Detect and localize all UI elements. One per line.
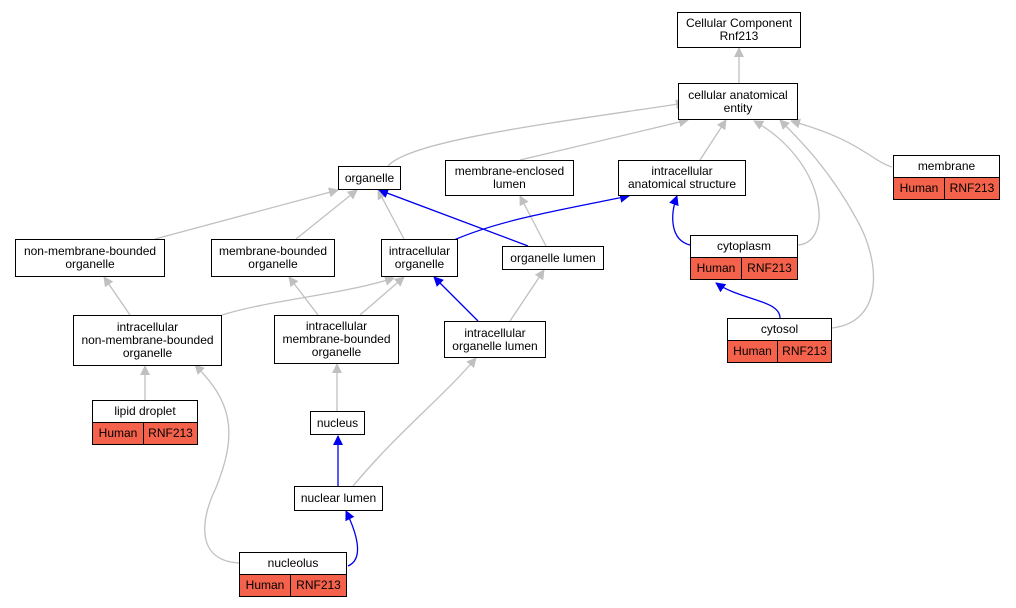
edge-ias-cae <box>699 119 727 161</box>
node-label: non-membrane-bounded organelle <box>23 244 157 271</box>
node-organelle-lumen[interactable]: organelle lumen <box>502 246 604 270</box>
edge-ol-mel <box>519 195 547 247</box>
node-membrane[interactable]: membrane <box>893 155 1000 178</box>
node-non-membrane-bounded-organelle[interactable]: non-membrane-bounded organelle <box>15 239 165 277</box>
edge-cytoplasm-cae <box>753 120 820 246</box>
species-badge-nucleolus: Human RNF213 <box>239 575 347 597</box>
edge-io-ias <box>453 192 630 241</box>
node-label: membrane <box>917 159 976 173</box>
edge-iol-io <box>433 276 479 322</box>
edge-cytosol-cae <box>779 119 875 329</box>
node-intracellular-organelle[interactable]: intracellular organelle <box>381 239 458 277</box>
node-label: intracellular non-membrane-bounded organ… <box>81 320 214 360</box>
edge-membrane-cae <box>790 118 893 168</box>
badge-gene: RNF213 <box>777 341 831 362</box>
edge-iol-ol <box>509 269 545 322</box>
node-cellular-component[interactable]: Cellular Component Rnf213 <box>677 12 801 48</box>
badge-species: Human <box>899 181 939 195</box>
badge-gene: RNF213 <box>143 423 197 444</box>
edge-nucleolus-inmbo <box>194 364 240 564</box>
node-lipid-droplet[interactable]: lipid droplet <box>92 400 198 423</box>
edge-inmbo-io <box>221 275 395 316</box>
node-intracellular-membrane-bounded-organelle[interactable]: intracellular membrane-bounded organelle <box>274 315 399 364</box>
node-label: cellular anatomical entity <box>688 87 788 115</box>
node-nucleolus[interactable]: nucleolus <box>239 552 347 575</box>
node-label: intracellular organelle <box>388 244 451 271</box>
node-label: Cellular Component Rnf213 <box>685 16 793 43</box>
edge-nlumen-iol <box>352 357 477 487</box>
edge-inmbo-nmbo <box>103 276 131 316</box>
node-label: intracellular membrane-bounded organelle <box>282 319 391 359</box>
node-label: membrane-enclosed lumen <box>454 164 565 191</box>
badge-species: Human <box>98 426 138 440</box>
badge-gene: RNF213 <box>741 258 797 279</box>
node-label: organelle lumen <box>510 250 596 265</box>
badge-gene: RNF213 <box>290 575 346 596</box>
badge-gene: RNF213 <box>944 178 999 199</box>
node-label: nucleus <box>316 415 359 430</box>
edge-imbo-io <box>359 276 405 316</box>
edge-nmbo-organelle <box>154 187 339 240</box>
node-cytoplasm[interactable]: cytoplasm <box>690 235 798 258</box>
node-label: lipid droplet <box>114 404 176 418</box>
species-badge-cytoplasm: Human RNF213 <box>690 258 798 280</box>
edge-imbo-mbo <box>288 276 319 316</box>
node-intracellular-anatomical-structure[interactable]: intracellular anatomical structure <box>618 160 746 196</box>
node-cytosol[interactable]: cytosol <box>727 318 832 341</box>
species-badge-membrane: Human RNF213 <box>893 178 1000 200</box>
node-label: intracellular anatomical structure <box>627 164 737 191</box>
edge-io-organelle <box>377 189 405 240</box>
node-label: cytosol <box>760 322 799 336</box>
node-label: nuclear lumen <box>300 491 377 505</box>
node-nuclear-lumen[interactable]: nuclear lumen <box>294 486 383 511</box>
node-membrane-bounded-organelle[interactable]: membrane-bounded organelle <box>211 239 335 277</box>
badge-species: Human <box>696 261 736 275</box>
node-label: intracellular organelle lumen <box>452 325 538 353</box>
node-cellular-anatomical-entity[interactable]: cellular anatomical entity <box>678 83 798 120</box>
node-organelle[interactable]: organelle <box>338 166 401 190</box>
node-intracellular-non-membrane-bounded-organelle[interactable]: intracellular non-membrane-bounded organ… <box>73 315 222 366</box>
node-membrane-enclosed-lumen[interactable]: membrane-enclosed lumen <box>445 160 574 196</box>
species-badge-cytosol: Human RNF213 <box>727 341 832 363</box>
edge-cytoplasm-ias <box>669 195 691 246</box>
edge-mbo-organelle <box>295 189 358 240</box>
badge-species: Human <box>245 578 285 592</box>
node-label: organelle <box>344 170 395 185</box>
node-label: nucleolus <box>267 556 319 570</box>
node-nucleus[interactable]: nucleus <box>310 411 365 435</box>
node-label: cytoplasm <box>716 239 772 253</box>
edge-mel-cae <box>519 117 689 161</box>
edge-cytosol-cytoplasm <box>715 282 781 319</box>
edge-ol-organelle <box>378 188 529 247</box>
badge-species: Human <box>733 344 772 358</box>
species-badge-lipid-droplet: Human RNF213 <box>92 423 198 445</box>
edge-organelle-cae <box>387 99 686 167</box>
edge-nucleolus-nlumen <box>345 510 359 567</box>
node-intracellular-organelle-lumen[interactable]: intracellular organelle lumen <box>444 321 546 358</box>
node-label: membrane-bounded organelle <box>218 244 328 271</box>
